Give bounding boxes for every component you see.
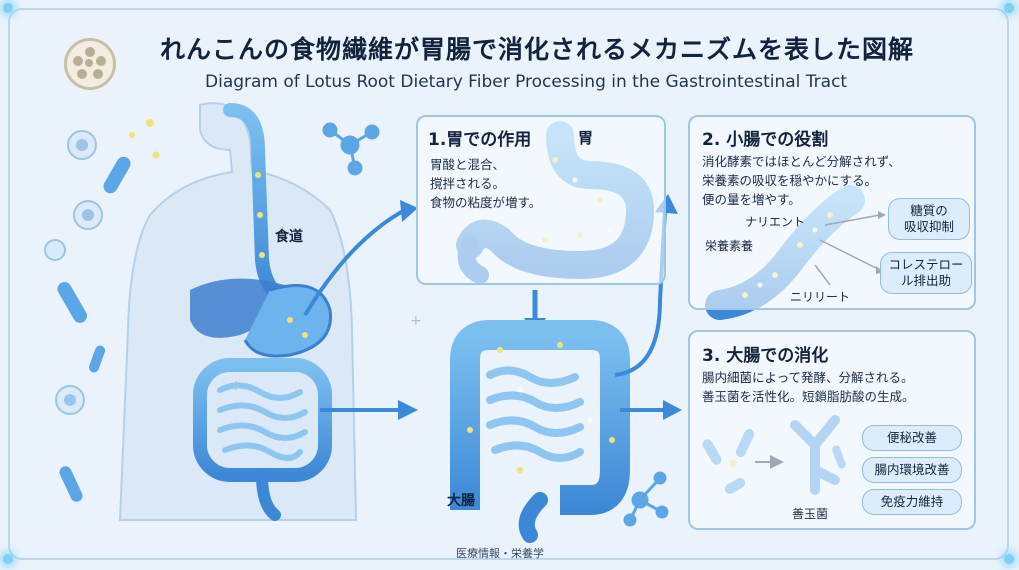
large-intestine-shape	[450, 320, 630, 515]
molecule-icon	[623, 471, 669, 527]
outer-frame	[8, 8, 1009, 560]
panel-stomach	[416, 115, 666, 285]
gut-environment-pill: 腸内環境改善	[862, 457, 962, 483]
stomach-label: 胃	[578, 129, 594, 147]
lotus-root-icon	[64, 38, 116, 90]
corner-glow-icon	[1004, 554, 1014, 564]
sugar-absorption-pill: 糖質の 吸収抑制	[888, 198, 970, 240]
constipation-pill: 便秘改善	[862, 425, 962, 451]
panel-stomach-line-3: 食物の粘度が増す。	[430, 195, 542, 210]
nutrients-label: 栄養素養	[705, 239, 754, 253]
panel-stomach-title: 1.胃での作用	[428, 130, 532, 150]
corner-glow-icon	[1004, 3, 1014, 13]
corner-glow-icon	[3, 3, 13, 13]
nutrient-label: ナリエント	[745, 215, 806, 229]
panel-stomach-line-2: 撹拌される。	[430, 176, 506, 191]
esophagus-label: 食道	[275, 229, 303, 245]
good-bacteria-label: 善玉菌	[792, 507, 829, 521]
large-intestine-label: 大腸	[447, 493, 475, 509]
small-intestine-coils	[217, 382, 308, 461]
panel-small-intestine-line-3: 便の量を増やす。	[702, 192, 801, 207]
panel-stomach-line-1: 胃酸と混合、	[430, 157, 506, 172]
chol-pill-line-2: ル排出助	[900, 273, 951, 288]
page-subtitle: Diagram of Lotus Root Dietary Fiber Proc…	[205, 72, 848, 92]
panel-small-intestine-line-1: 消化酵素ではほとんど分解されず、	[702, 154, 901, 169]
panel-large-intestine-line-1: 腸内細菌によって発酵、分解される。	[702, 370, 914, 385]
arrow-to-stomach	[303, 208, 406, 317]
page-title: れんこんの食物繊維が胃腸で消化されるメカニズムを表した図解	[160, 35, 915, 64]
svg-text:+: +	[410, 313, 422, 329]
immunity-pill: 免疫力維持	[862, 489, 962, 515]
sugar-pill-line-2: 吸収抑制	[903, 219, 954, 234]
panel-large-intestine-line-2: 善玉菌を活性化。短鎖脂肪酸の生成。	[702, 389, 915, 404]
panel-small-intestine-line-2: 栄養素の吸収を穏やかにする。	[702, 173, 878, 188]
cholesterol-pill: コレステロー ル排出助	[880, 252, 972, 294]
sugar-pill-line-1: 糖質の	[910, 203, 948, 218]
chol-pill-line-1: コレステロー	[888, 257, 964, 272]
molecule-icon	[322, 122, 380, 176]
cell-icon	[44, 130, 103, 415]
footer-note: 医療情報・栄養学	[456, 547, 544, 560]
panel-large-intestine-title: 3. 大腸での消化	[702, 346, 829, 366]
svg-text:+: +	[230, 378, 242, 394]
panel-small-intestine-title: 2. 小腸での役割	[702, 130, 829, 150]
nililito-label: ニリリート	[790, 290, 851, 304]
corner-glow-icon	[3, 554, 13, 564]
bacterium-icon	[57, 156, 131, 502]
